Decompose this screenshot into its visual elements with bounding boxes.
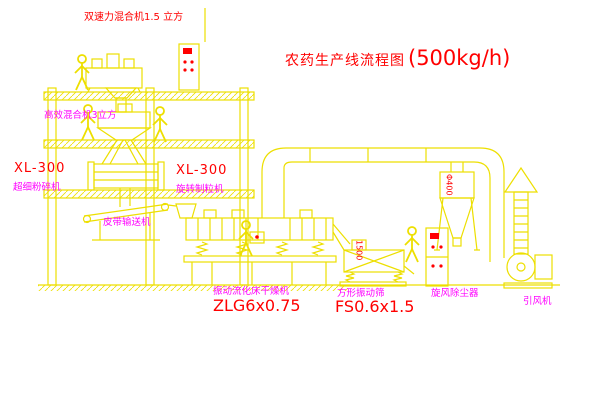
- dimension-cyclone-pipe: Φ400: [444, 174, 454, 196]
- title-text: 农药生产线流程图: [285, 53, 405, 69]
- control-cabinet-top: [178, 43, 200, 91]
- dimension-screen: 1500: [354, 240, 364, 261]
- rotary-granulator: [87, 161, 165, 207]
- y-chute: [101, 139, 147, 165]
- label-mid-model: XL-300: [176, 163, 228, 178]
- label-dryer-model: ZLG6x0.75: [213, 296, 301, 315]
- label-cyclone: 旋风除尘器: [431, 288, 479, 299]
- control-cabinet-right: [425, 227, 449, 287]
- vibration-motor: [249, 231, 265, 244]
- vibrating-screen: [332, 223, 415, 287]
- worker-icon: [404, 226, 420, 263]
- fluid-bed-dryer: [175, 203, 337, 285]
- label-screen-model: FS0.6x1.5: [335, 297, 415, 316]
- label-fan: 引风机: [523, 296, 552, 307]
- double-shaft-mixer: [85, 53, 143, 113]
- cyclone-separator: [434, 171, 480, 251]
- ground-line: [38, 284, 560, 291]
- worker-icon: [74, 54, 90, 91]
- label-screen-name: 方形振动筛: [337, 288, 385, 299]
- label-dryer-name: 振动流化床干燥机: [213, 286, 290, 297]
- worker-icon: [152, 106, 168, 143]
- belt-conveyor: [82, 202, 177, 241]
- exhaust-stack: [503, 166, 539, 255]
- label-conveyor: 皮带输送机: [103, 217, 151, 228]
- induced-draft-fan: [503, 252, 553, 289]
- label-top-mixer: 双速力混合机1.5 立方: [84, 12, 184, 23]
- diagram-title: 农药生产线流程图 (500kg/h): [285, 46, 510, 70]
- label-mixer2: 高效混合机3立方: [44, 110, 117, 121]
- label-mid-name: 旋转制粒机: [176, 184, 224, 195]
- exhaust-duct: [261, 147, 505, 262]
- high-efficiency-mixer: [96, 103, 152, 141]
- label-left-name: 超细粉碎机: [13, 182, 61, 193]
- title-capacity: (500kg/h): [408, 46, 511, 70]
- label-left-model: XL-300: [14, 161, 66, 176]
